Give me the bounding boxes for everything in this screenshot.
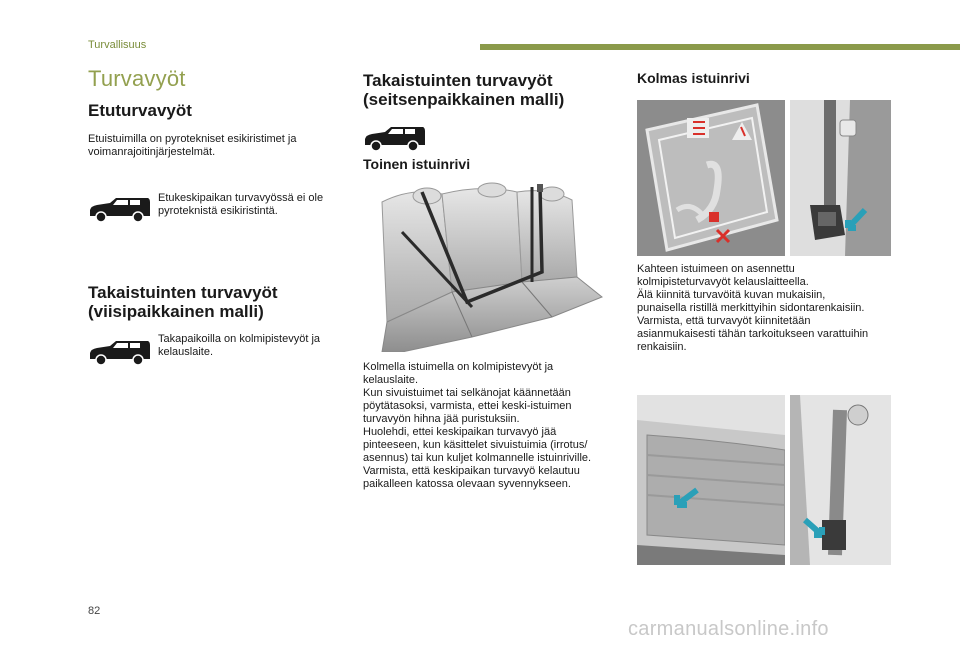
page-number: 82 — [88, 605, 101, 617]
belt-anchor-image — [790, 395, 891, 565]
van-rear5-icon — [90, 341, 150, 366]
trunk-belt-image — [637, 395, 785, 565]
page-title: Turvavyöt — [88, 66, 186, 91]
front-belts-text: Etuistuimilla on pyrotekniset esikiristi… — [88, 133, 297, 158]
front-center-note: Etukeskipaikan turvavyössä ei ole pyrote… — [158, 192, 324, 217]
section-label: Turvallisuus — [88, 39, 147, 51]
watermark: carmanualsonline.info — [628, 618, 829, 640]
subheading-third-row: Kolmas istuinrivi — [637, 70, 750, 86]
second-row-seats-image — [372, 182, 608, 352]
heading-rear-7seat-text: Takaistuinten turvavyöt (seitsenpaikkain… — [363, 71, 565, 109]
second-row-text: Kolmella istuimella on kolmipistevyöt ja… — [363, 361, 592, 490]
van-rear7-icon — [365, 127, 425, 152]
subheading-second-row: Toinen istuinrivi — [363, 156, 471, 172]
buckle-anchor-image — [790, 100, 891, 256]
heading-rear-5seat-text: Takaistuinten turvavyöt (viisipaikkainen… — [88, 283, 278, 321]
heading-rear-5seat: Takaistuinten turvavyöt (viisipaikkainen… — [88, 283, 278, 321]
section-bar — [480, 44, 960, 50]
van-front-icon — [90, 198, 150, 223]
heading-front-belts: Etuturvavyöt — [88, 101, 192, 120]
third-row-text: Kahteen istuimeen on asennettu kolmipist… — [637, 263, 869, 353]
floor-rings-image — [637, 100, 785, 256]
heading-rear-7seat: Takaistuinten turvavyöt (seitsenpaikkain… — [363, 71, 564, 109]
rear5-note: Takapaikoilla on kolmipistevyöt ja kelau… — [158, 333, 321, 358]
